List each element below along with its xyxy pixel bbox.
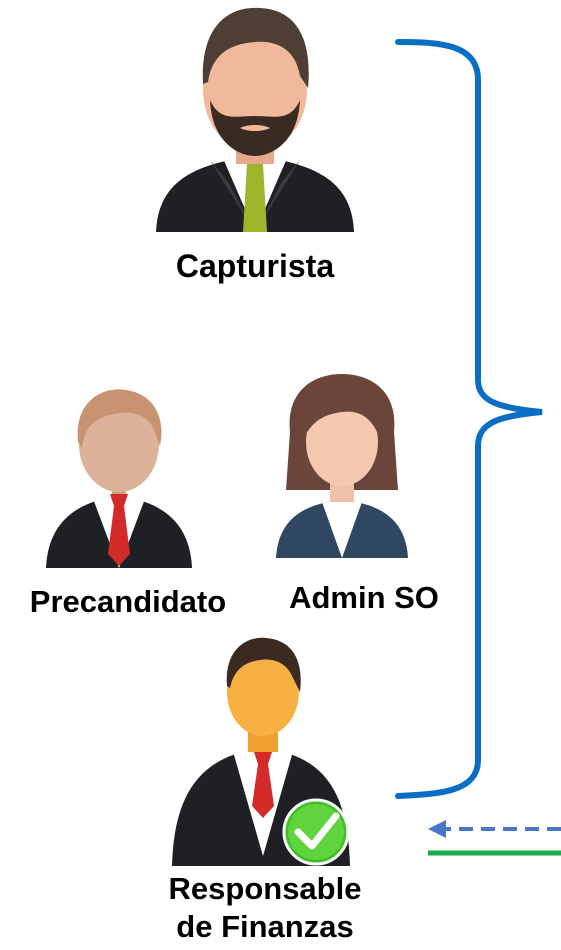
- check-badge-icon: [282, 798, 350, 866]
- responsable-label-line1: Responsable: [168, 871, 362, 906]
- dashed-arrow-head: [428, 820, 446, 838]
- male-user-red-tie-icon: [46, 389, 192, 568]
- capturista-label: Capturista: [175, 248, 335, 284]
- male-user-check-icon: [172, 637, 350, 866]
- admin-so-label: Admin SO: [289, 580, 439, 615]
- responsable-label: Responsable de Finanzas: [120, 870, 410, 946]
- responsable-label-line2: de Finanzas: [176, 909, 354, 944]
- female-user-icon: [276, 374, 408, 558]
- precandidato-label: Precandidato: [29, 584, 227, 619]
- male-user-beard-icon: [156, 7, 354, 232]
- curly-brace: [395, 39, 543, 799]
